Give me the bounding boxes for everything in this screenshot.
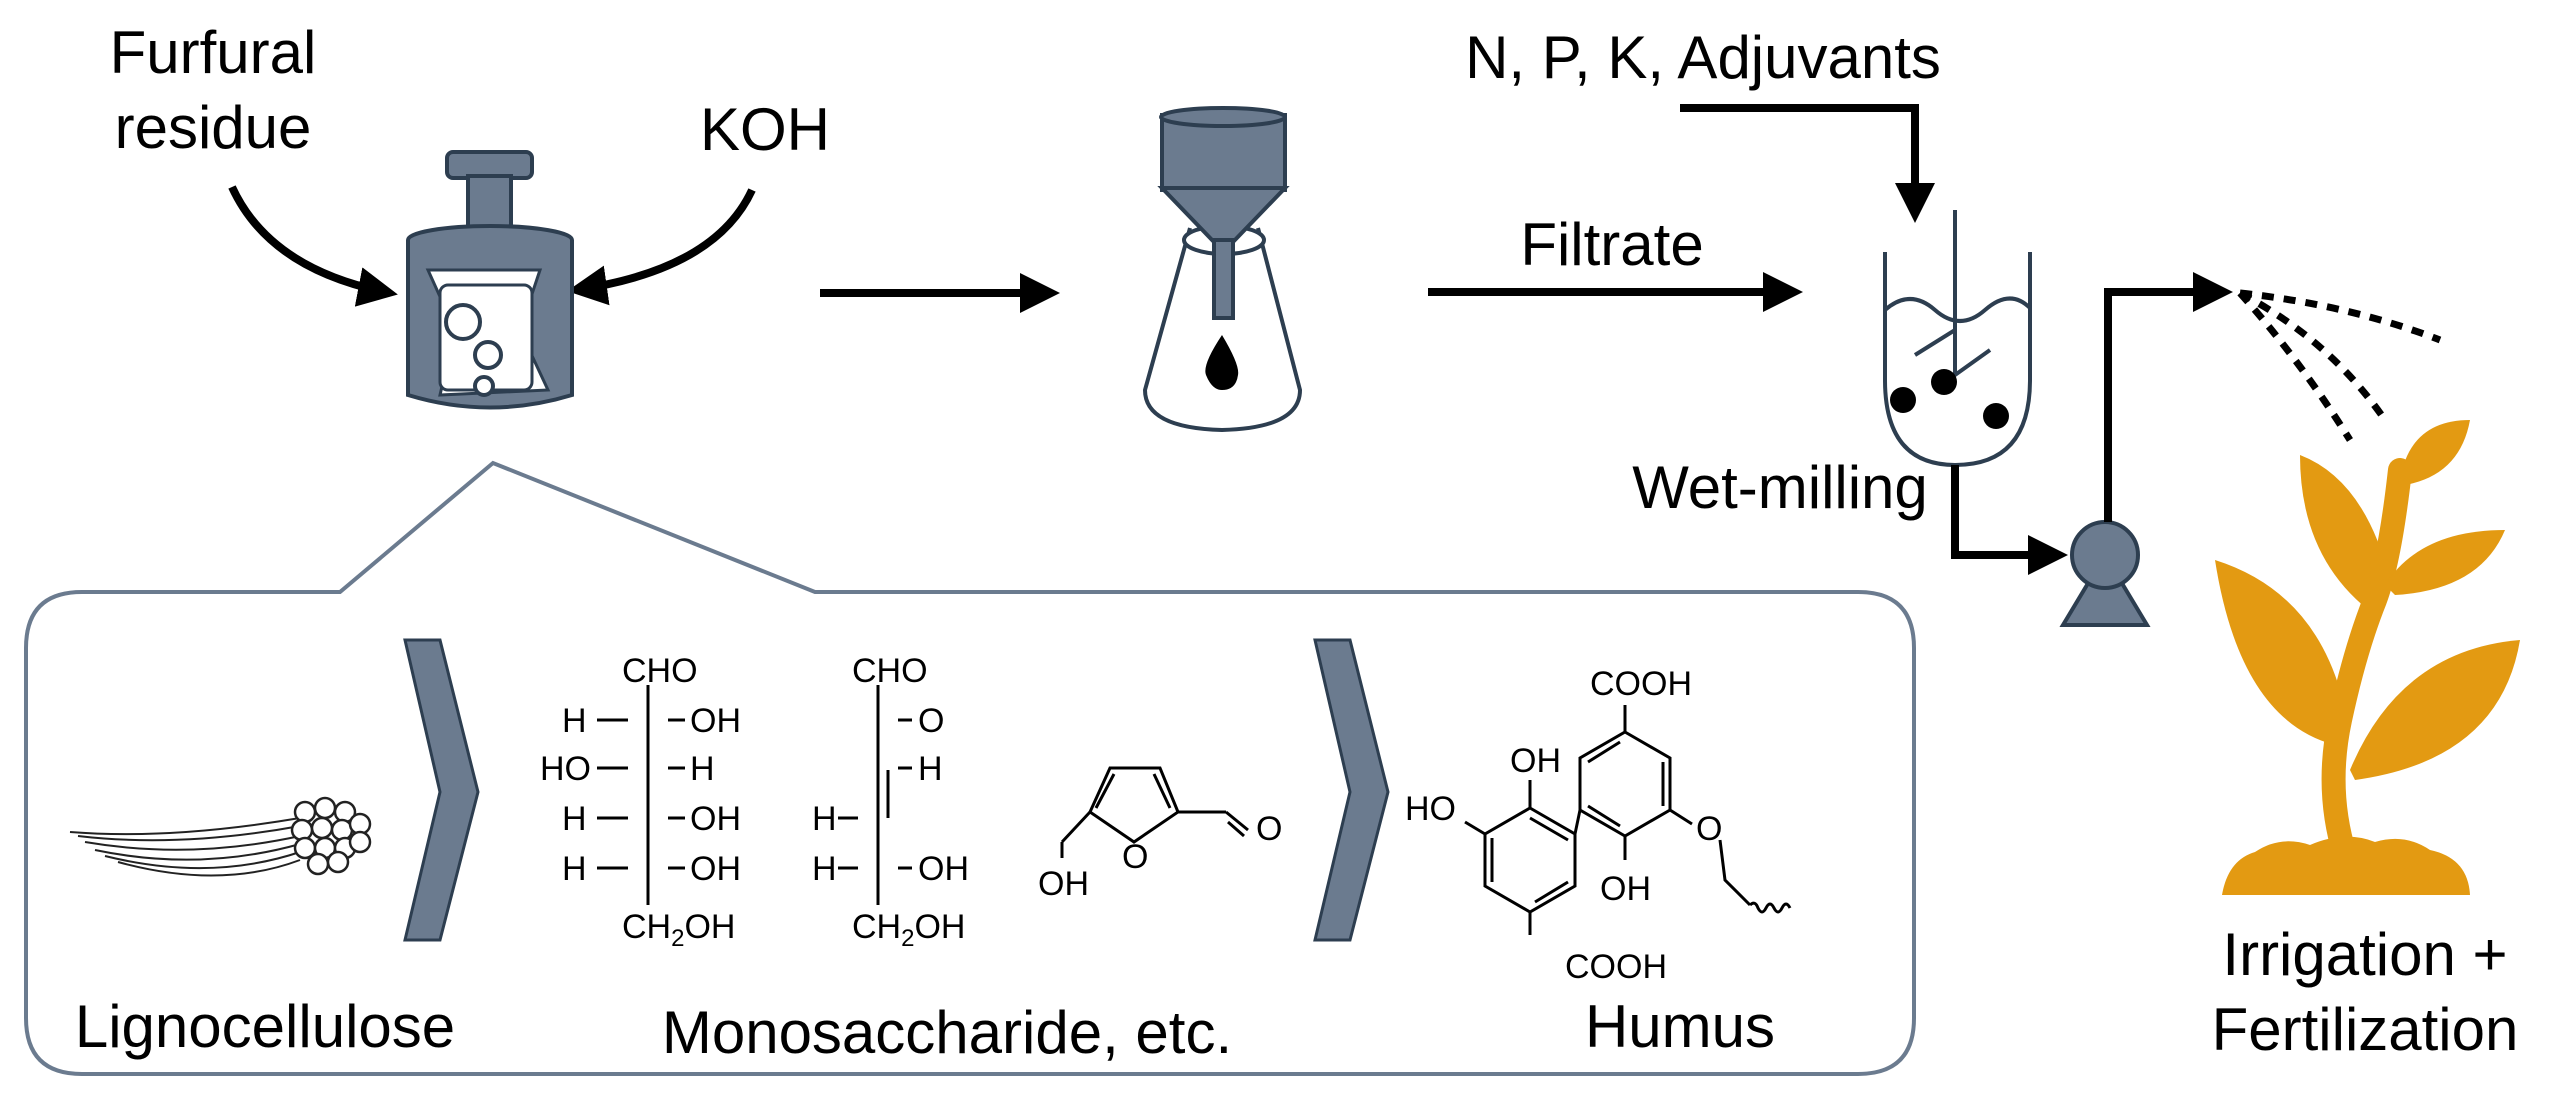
irrigation-label-line1: Irrigation +	[2222, 921, 2507, 988]
svg-text:OH: OH	[690, 800, 741, 838]
svg-text:H: H	[562, 850, 587, 888]
svg-text:COOH: COOH	[1565, 948, 1667, 986]
monosaccharide-label: Monosaccharide, etc.	[662, 999, 1232, 1066]
humus-label: Humus	[1585, 993, 1775, 1060]
lignocellulose-label: Lignocellulose	[75, 993, 455, 1060]
mill-to-pump-arrow	[1951, 465, 2068, 575]
svg-text:COOH: COOH	[1590, 665, 1692, 703]
svg-text:CH2OH: CH2OH	[852, 908, 965, 952]
svg-text:OH: OH	[690, 702, 741, 740]
svg-text:H: H	[812, 850, 837, 888]
svg-text:H: H	[812, 800, 837, 838]
svg-text:OH: OH	[690, 850, 741, 888]
svg-text:CH2OH: CH2OH	[622, 908, 735, 952]
koh-label: KOH	[700, 96, 830, 163]
detail-callout-box	[24, 460, 1916, 1076]
pump-icon	[2059, 520, 2151, 627]
svg-text:H: H	[918, 750, 943, 788]
wet-mill-icon	[1883, 210, 2032, 468]
filter-flask-icon	[1142, 106, 1303, 433]
reactor-icon	[406, 150, 574, 410]
svg-text:HO: HO	[1405, 790, 1456, 828]
svg-text:O: O	[1122, 838, 1148, 876]
plant-icon	[2215, 420, 2520, 895]
svg-text:H: H	[690, 750, 715, 788]
pump-to-sprinkler-arrow	[2104, 272, 2233, 522]
furfural-label-line2: residue	[115, 94, 312, 161]
furfural-input-arrow	[228, 185, 398, 307]
furfural-label-line1: Furfural	[110, 19, 317, 86]
wet-milling-label: Wet-milling	[1632, 454, 1928, 521]
npk-input-arrow	[1680, 104, 1935, 223]
hmf-structure: O O OH	[1038, 766, 1282, 903]
chevron-right-icon	[403, 638, 480, 942]
svg-text:O: O	[1256, 810, 1282, 848]
svg-text:H: H	[562, 800, 587, 838]
koh-input-arrow	[567, 188, 756, 306]
lignocellulose-fiber-icon	[69, 796, 372, 877]
svg-text:CHO: CHO	[622, 652, 698, 690]
intermediate-structure: CHO O H H H OH CH2OH	[812, 652, 969, 952]
svg-text:OH: OH	[1600, 870, 1651, 908]
chevron-right-icon-2	[1313, 638, 1390, 942]
svg-text:OH: OH	[918, 850, 969, 888]
svg-text:O: O	[918, 702, 944, 740]
filtrate-label: Filtrate	[1520, 211, 1703, 278]
svg-text:H: H	[562, 702, 587, 740]
svg-text:O: O	[1696, 810, 1722, 848]
svg-text:OH: OH	[1510, 742, 1561, 780]
spray-icon	[2237, 289, 2442, 442]
irrigation-label-line2: Fertilization	[2212, 996, 2519, 1063]
humus-structure: COOH OH HO OH O COOH	[1405, 665, 1792, 986]
svg-text:OH: OH	[1038, 865, 1089, 903]
npk-label: N, P, K, Adjuvants	[1465, 24, 1941, 91]
svg-text:HO: HO	[540, 750, 591, 788]
svg-text:CHO: CHO	[852, 652, 928, 690]
